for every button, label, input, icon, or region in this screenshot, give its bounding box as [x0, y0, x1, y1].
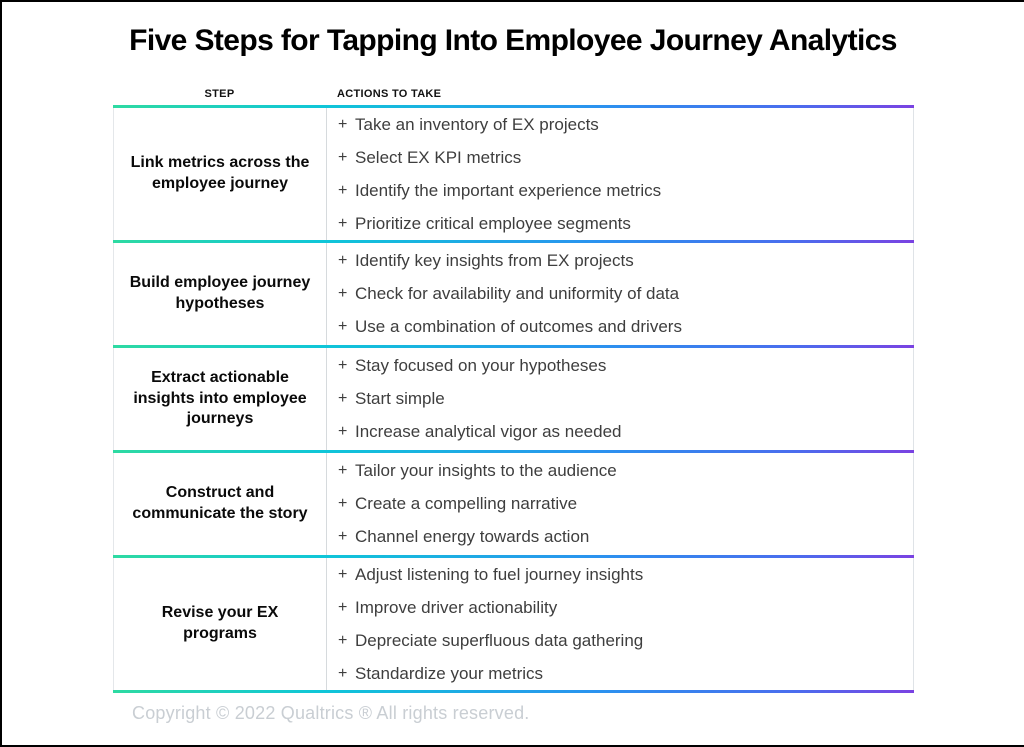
- action-item: + Prioritize critical employee segments: [338, 207, 913, 240]
- plus-icon: +: [338, 495, 348, 512]
- action-item: + Improve driver actionability: [338, 591, 913, 624]
- action-item: + Check for availability and uniformity o…: [338, 278, 913, 311]
- action-item: + Standardize your metrics: [338, 657, 913, 690]
- action-item: + Channel energy towards action: [338, 521, 913, 554]
- row-divider-gradient: [113, 450, 914, 453]
- table-row: Construct and communicate the story + Tail…: [113, 453, 914, 555]
- steps-table: Link metrics across the employee journey…: [113, 105, 914, 693]
- action-text: Create a compelling narrative: [355, 494, 578, 513]
- actions-cell: + Adjust listening to fuel journey insigh…: [327, 558, 913, 690]
- action-item: + Tailor your insights to the audience: [338, 455, 913, 488]
- page-title: Five Steps for Tapping Into Employee Jou…: [129, 24, 897, 57]
- column-header-actions: ACTIONS TO TAKE: [337, 88, 442, 100]
- action-text: Select EX KPI metrics: [355, 147, 522, 167]
- plus-icon: +: [338, 285, 348, 302]
- action-item: + Increase analytical vigor as needed: [338, 416, 913, 449]
- action-text: Tailor your insights to the audience: [355, 461, 617, 480]
- action-item: + Select EX KPI metrics: [338, 141, 913, 174]
- plus-icon: +: [338, 528, 348, 545]
- table-bottom-gradient: [113, 690, 914, 693]
- action-text: Improve driver actionability: [355, 597, 558, 617]
- row-divider-gradient: [113, 105, 914, 108]
- plus-icon: +: [338, 664, 348, 682]
- step-cell: Extract actionable insights into employe…: [114, 348, 327, 450]
- plus-icon: +: [338, 318, 348, 335]
- plus-icon: +: [338, 357, 348, 374]
- action-item: + Take an inventory of EX projects: [338, 108, 913, 141]
- plus-icon: +: [338, 252, 348, 269]
- plus-icon: +: [338, 148, 348, 166]
- step-cell: Build employee journey hypotheses: [114, 243, 327, 345]
- table-row: Link metrics across the employee journey…: [113, 108, 914, 240]
- action-item: + Identify key insights from EX projects: [338, 245, 913, 278]
- action-text: Use a combination of outcomes and driver…: [355, 317, 682, 336]
- step-cell: Revise your EX programs: [114, 558, 327, 690]
- plus-icon: +: [338, 115, 348, 133]
- step-cell: Construct and communicate the story: [114, 453, 327, 555]
- plus-icon: +: [338, 214, 348, 232]
- plus-icon: +: [338, 423, 348, 440]
- action-text: Stay focused on your hypotheses: [355, 356, 607, 375]
- row-divider-gradient: [113, 555, 914, 558]
- plus-icon: +: [338, 598, 348, 616]
- action-text: Prioritize critical employee segments: [355, 213, 631, 233]
- action-text: Channel energy towards action: [355, 527, 590, 546]
- row-divider-gradient: [113, 345, 914, 348]
- action-text: Take an inventory of EX projects: [355, 114, 599, 134]
- plus-icon: +: [338, 390, 348, 407]
- actions-cell: + Take an inventory of EX projects + Select…: [327, 108, 913, 240]
- actions-cell: + Tailor your insights to the audience + Cr…: [327, 453, 913, 555]
- action-item: + Adjust listening to fuel journey insigh…: [338, 558, 913, 591]
- action-text: Identify key insights from EX projects: [355, 251, 634, 270]
- table-row: Extract actionable insights into employe…: [113, 348, 914, 450]
- actions-cell: +Identify key insights from EX projects+…: [327, 243, 913, 345]
- table-row: Build employee journey hypotheses + Identi…: [113, 243, 914, 345]
- action-text: Adjust listening to fuel journey insight…: [355, 564, 644, 584]
- step-cell: Link metrics across the employee journey: [114, 108, 327, 240]
- action-text: Check for availability and uniformity of…: [355, 284, 680, 303]
- action-text: Depreciate superfluous data gathering: [355, 630, 644, 650]
- action-item: + Depreciate superfluous data gathering: [338, 624, 913, 657]
- table-row: Revise your EX programs + Adjust listening…: [113, 558, 914, 690]
- action-item: + Create a compelling narrative: [338, 488, 913, 521]
- plus-icon: +: [338, 181, 348, 199]
- copyright-text: Copyright © 2022 Qualtrics ® All rights …: [132, 703, 530, 723]
- action-item: + Use a combination of outcomes and drive…: [338, 311, 913, 344]
- column-header-step: STEP: [204, 88, 235, 100]
- action-text: Identify the important experience metric…: [355, 180, 662, 200]
- row-divider-gradient: [113, 240, 914, 243]
- action-text: Increase analytical vigor as needed: [355, 422, 622, 441]
- action-text: Start simple: [355, 389, 445, 408]
- actions-cell: + Stay focused on your hypotheses + Start s…: [327, 348, 913, 450]
- action-text: Standardize your metrics: [355, 663, 544, 683]
- action-item: + Stay focused on your hypotheses: [338, 350, 913, 383]
- action-item: + Identify the important experience metri…: [338, 174, 913, 207]
- plus-icon: +: [338, 565, 348, 583]
- plus-icon: +: [338, 462, 348, 479]
- plus-icon: +: [338, 631, 348, 649]
- action-item: + Start simple: [338, 383, 913, 416]
